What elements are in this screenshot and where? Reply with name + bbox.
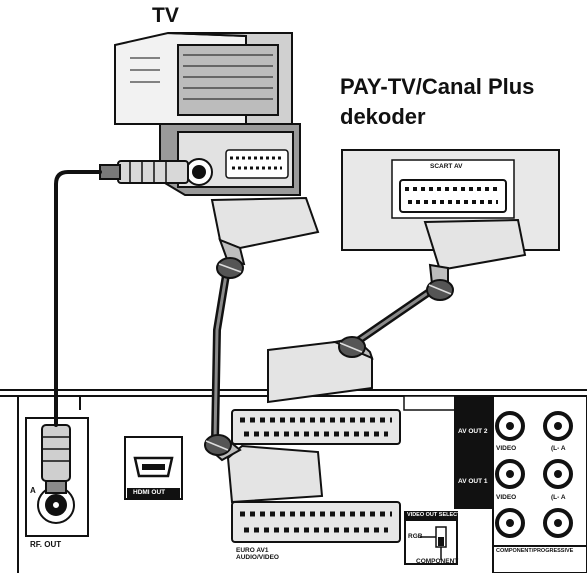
decoder-title: PAY-TV/Canal Plus dekoder xyxy=(340,72,534,132)
component-label: COMPONENT xyxy=(416,558,458,565)
recorder-scart-av2 xyxy=(232,410,400,444)
av1-label: AV OUT 1 xyxy=(458,478,488,485)
video-label-1: VIDEO xyxy=(496,445,516,452)
tv-antenna-jack xyxy=(186,159,212,185)
rf-a-label: A xyxy=(30,486,36,495)
tv-scart-plug xyxy=(212,198,318,278)
recorder-av1-scart-plug xyxy=(205,435,322,502)
audio-l-label-1: (L- A xyxy=(551,445,566,452)
recorder-av2-scart-plug xyxy=(268,337,372,402)
decoder-title-line2: dekoder xyxy=(340,102,534,132)
euro-av1-line2: AUDIO/VIDEO xyxy=(236,554,279,561)
euro-av1-line1: EURO AV1 xyxy=(236,547,279,554)
tv-set xyxy=(115,33,292,124)
video-label-2: VIDEO xyxy=(496,494,516,501)
video-out-select-label: VIDEO OUT SELECT xyxy=(407,512,460,518)
audio-l-label-2: (L- A xyxy=(551,494,566,501)
rgb-label: RGB xyxy=(408,533,422,540)
recorder-scart-av1 xyxy=(232,502,400,542)
decoder-title-line1: PAY-TV/Canal Plus xyxy=(340,72,534,102)
component-progressive-label: COMPONENT/PROGRESSIVE xyxy=(496,548,573,554)
tv-coax-plug xyxy=(100,161,188,183)
decoder-scart-label: SCART AV xyxy=(430,163,463,170)
tv-title: TV xyxy=(152,4,179,28)
decoder-scart-plug xyxy=(425,220,525,300)
av2-label: AV OUT 2 xyxy=(458,428,488,435)
rf-coax-plug xyxy=(42,425,70,493)
euro-av1-label: EURO AV1 AUDIO/VIDEO xyxy=(236,547,279,561)
hdmi-out-label: HDMI OUT xyxy=(133,489,165,496)
rf-out-label: RF. OUT xyxy=(30,540,61,549)
tv-connector-panel xyxy=(160,124,300,195)
